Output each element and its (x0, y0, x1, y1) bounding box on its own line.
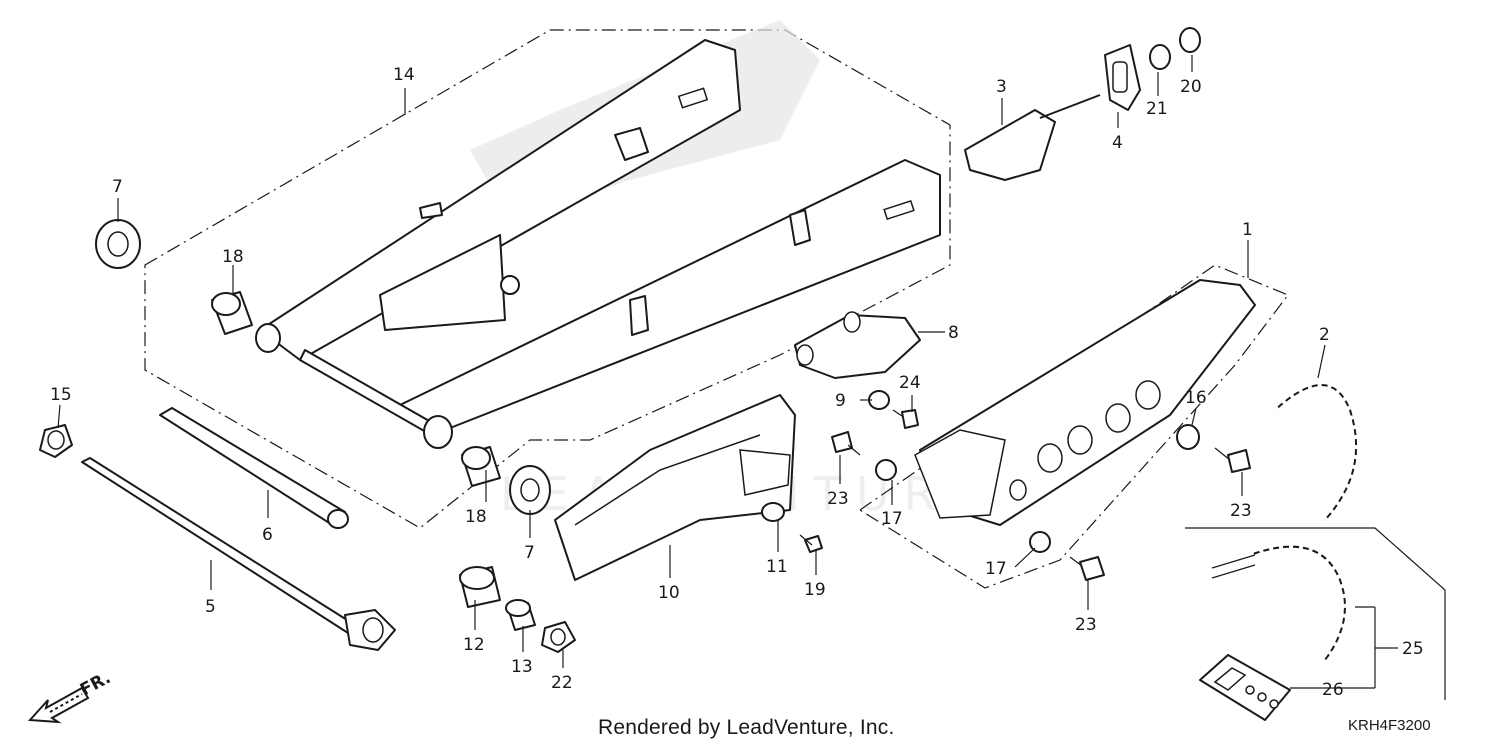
callout-12: 12 (463, 635, 485, 655)
collar-17-b (1029, 531, 1051, 553)
callout-6: 6 (262, 525, 273, 545)
adjuster-plate (1104, 44, 1141, 111)
chaincase-group-outline (858, 264, 1289, 589)
collar-17-a (875, 459, 897, 481)
nut-21 (1149, 44, 1171, 70)
collar-lower (461, 446, 501, 487)
bolt-23-b (1069, 556, 1105, 581)
callout-5: 5 (205, 597, 216, 617)
bolt-23-a (831, 431, 861, 456)
callout-9: 9 (835, 391, 846, 411)
callout-18: 18 (465, 507, 487, 527)
callout-16: 16 (1185, 388, 1207, 408)
callout-18: 18 (222, 247, 244, 267)
callout-13: 13 (511, 657, 533, 677)
callout-1: 1 (1242, 220, 1253, 240)
callout-3: 3 (996, 77, 1007, 97)
pivot-bolt (81, 457, 396, 651)
bolt-23-c (1214, 447, 1251, 473)
drive-chain (1273, 383, 1359, 522)
chain-adjuster (964, 94, 1101, 181)
callout-8: 8 (948, 323, 959, 343)
pivot-pipe (159, 407, 349, 529)
bearing-upper (95, 219, 141, 269)
callout-7: 7 (524, 543, 535, 563)
callout-23: 23 (827, 489, 849, 509)
diagram-code: KRH4F3200 (1348, 717, 1431, 734)
chain-slider (554, 394, 796, 581)
flange-nut (39, 424, 73, 458)
callout-21: 21 (1146, 99, 1168, 119)
callout-11: 11 (766, 557, 788, 577)
callout-15: 15 (50, 385, 72, 405)
bearing-lower (509, 465, 551, 515)
callout-26: 26 (1322, 680, 1344, 700)
callout-23: 23 (1230, 501, 1252, 521)
collar-12 (459, 566, 501, 608)
chain-guide (794, 311, 921, 379)
callout-4: 4 (1112, 133, 1123, 153)
callout-14: 14 (393, 65, 415, 85)
nut-22 (541, 621, 576, 653)
joint-link (1199, 654, 1291, 721)
collar-upper (211, 291, 253, 335)
callout-7: 7 (112, 177, 123, 197)
swingarm (255, 39, 941, 449)
callout-17: 17 (881, 509, 903, 529)
grommet-16 (1176, 424, 1200, 450)
nut-20 (1179, 27, 1201, 53)
callout-25: 25 (1402, 639, 1424, 659)
callout-24: 24 (899, 373, 921, 393)
callout-23: 23 (1075, 615, 1097, 635)
callout-10: 10 (658, 583, 680, 603)
leader-lines (57, 55, 1398, 689)
screw-19 (799, 534, 823, 553)
bush-13 (505, 599, 536, 631)
callout-19: 19 (804, 580, 826, 600)
front-arrow-icon (27, 686, 90, 724)
swingarm-group-outline (144, 29, 951, 529)
chain-25 (1211, 544, 1347, 662)
callout-20: 20 (1180, 77, 1202, 97)
rendered-by-credit: Rendered by LeadVenture, Inc. (598, 716, 895, 739)
slider-rubber (761, 502, 785, 522)
chain-case (914, 279, 1256, 526)
callout-22: 22 (551, 673, 573, 693)
bolt-24 (892, 409, 919, 429)
chain-group-outline (1185, 527, 1446, 700)
callout-17: 17 (985, 559, 1007, 579)
callout-2: 2 (1319, 325, 1330, 345)
